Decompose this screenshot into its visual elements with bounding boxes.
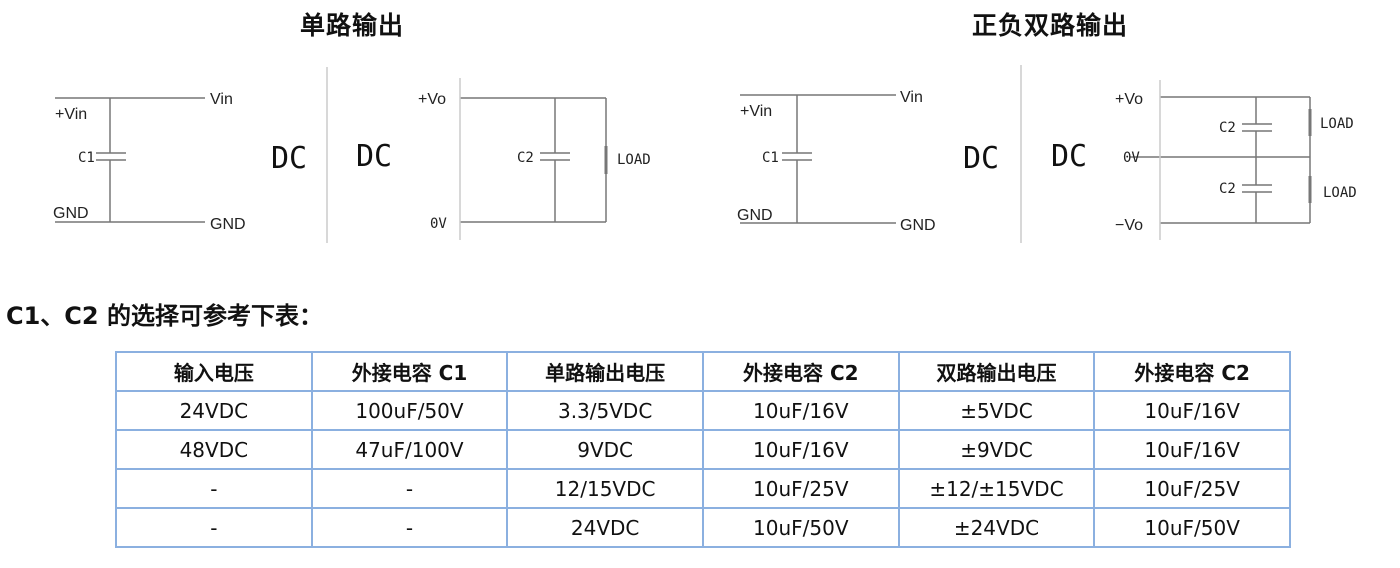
table-cell: 47uF/100V: [310, 429, 509, 470]
table-cell: -: [115, 468, 313, 509]
table-cell: 12/15VDC: [506, 468, 704, 509]
table-row: - - 12/15VDC 10uF/25V ±12/±15VDC 10uF/25…: [115, 468, 1291, 509]
gnd-in-label: GND: [737, 207, 773, 224]
table-cell: 3.3/5VDC: [506, 390, 704, 431]
capacitor-selection-table: 输入电压 外接电容 C1 单路输出电压 外接电容 C2 双路输出电压 外接电容 …: [115, 351, 1291, 548]
column-header: 单路输出电压: [506, 351, 704, 392]
vin-in-label: +Vin: [55, 106, 87, 123]
gnd-out-label: GND: [900, 217, 936, 234]
column-header: 外接电容 C2: [701, 351, 900, 392]
table-cell: 24VDC: [506, 507, 704, 548]
table-cell: 48VDC: [115, 429, 313, 470]
c2-bottom-label: C2: [1219, 181, 1236, 197]
gnd-out-label: GND: [210, 216, 246, 233]
vin-out-label: Vin: [900, 89, 923, 106]
table-cell: 100uF/50V: [310, 390, 509, 431]
c2-top-label: C2: [1219, 120, 1236, 136]
ov-label: 0V: [1123, 150, 1140, 166]
column-header: 外接电容 C1: [310, 351, 509, 392]
table-row: - - 24VDC 10uF/50V ±24VDC 10uF/50V: [115, 507, 1291, 548]
table-cell: 9VDC: [506, 429, 704, 470]
table-cell: ±12/±15VDC: [897, 468, 1096, 509]
dc-block-label: DC: [356, 139, 392, 174]
table-cell: 24VDC: [115, 390, 313, 431]
vo-neg-label: −Vo: [1115, 217, 1143, 234]
dc-block-label: DC: [271, 141, 307, 176]
vin-in-label: +Vin: [740, 103, 772, 120]
c2-label: C2: [517, 150, 534, 166]
table-cell: 10uF/16V: [1093, 429, 1291, 470]
column-header: 双路输出电压: [897, 351, 1096, 392]
dc-block-label: DC: [963, 141, 999, 176]
column-header: 外接电容 C2: [1093, 351, 1291, 392]
table-cell: 10uF/16V: [1093, 390, 1291, 431]
gnd-in-label: GND: [53, 205, 89, 222]
load-bottom-label: LOAD: [1323, 185, 1357, 201]
vo-pos-label: +Vo: [1115, 91, 1143, 108]
vin-out-label: Vin: [210, 91, 233, 108]
dual-output-title: 正负双路输出: [972, 11, 1129, 40]
table-row: 24VDC 100uF/50V 3.3/5VDC 10uF/16V ±5VDC …: [115, 390, 1291, 431]
table-cell: -: [310, 468, 509, 509]
table-row: 48VDC 47uF/100V 9VDC 10uF/16V ±9VDC 10uF…: [115, 429, 1291, 470]
table-cell: 10uF/25V: [701, 468, 900, 509]
table-cell: ±5VDC: [897, 390, 1096, 431]
column-header: 输入电压: [115, 351, 313, 392]
load-top-label: LOAD: [1320, 116, 1354, 132]
table-cell: 10uF/16V: [701, 390, 900, 431]
circuit-diagrams: +Vin Vin C1 GND GND DC DC +Vo 0V C2 LOAD…: [53, 65, 1357, 243]
table-cell: ±24VDC: [897, 507, 1096, 548]
table-cell: 10uF/50V: [701, 507, 900, 548]
capacitor-selection-note: C1、C2 的选择可参考下表：: [6, 302, 323, 330]
table-cell: ±9VDC: [897, 429, 1096, 470]
table-cell: 10uF/50V: [1093, 507, 1291, 548]
table-cell: -: [310, 507, 509, 548]
c1-label: C1: [762, 150, 779, 166]
single-output-title: 单路输出: [300, 11, 405, 40]
ov-label: 0V: [430, 216, 447, 232]
table-cell: 10uF/25V: [1093, 468, 1291, 509]
dc-block-label: DC: [1051, 139, 1087, 174]
table-cell: -: [115, 507, 313, 548]
table-header-row: 输入电压 外接电容 C1 单路输出电压 外接电容 C2 双路输出电压 外接电容 …: [115, 351, 1291, 392]
vo-label: +Vo: [418, 91, 446, 108]
c1-label: C1: [78, 150, 95, 166]
table-cell: 10uF/16V: [701, 429, 900, 470]
load-label: LOAD: [617, 152, 651, 168]
